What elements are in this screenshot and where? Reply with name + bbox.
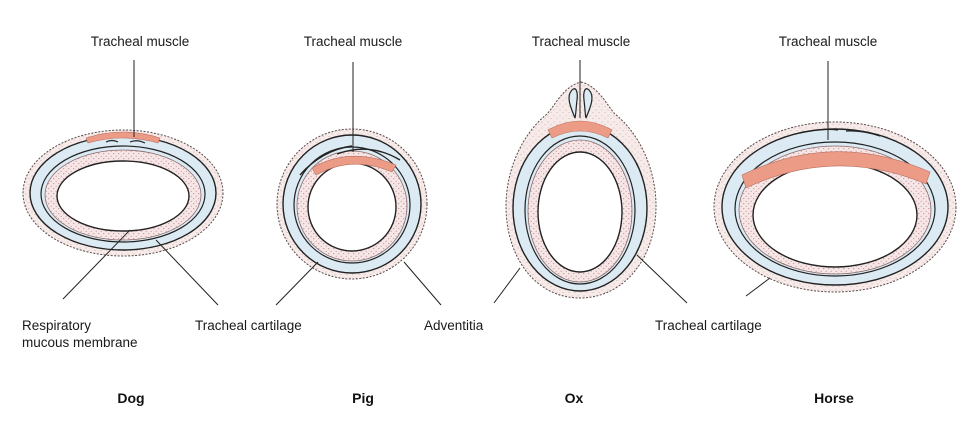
tracheal-cartilage-label-right: Tracheal cartilage: [655, 318, 762, 333]
leader-lines: [62, 60, 829, 306]
species-label-pig: Pig: [352, 390, 374, 406]
species-label-ox: Ox: [564, 390, 584, 406]
adventitia-label: Adventitia: [424, 318, 484, 333]
horse-tracheal-muscle-label: Tracheal muscle: [778, 34, 878, 49]
species-label-dog: Dog: [117, 390, 145, 406]
respiratory-mucous-membrane-label-line2: mucous membrane: [22, 335, 138, 350]
tracheal-cartilage-label-left: Tracheal cartilage: [195, 318, 302, 333]
respiratory-mucous-membrane-label-line1: Respiratory: [22, 318, 92, 333]
dog-tracheal-muscle-label: Tracheal muscle: [90, 34, 190, 49]
horse-trachea-section: [713, 121, 957, 293]
species-label-horse: Horse: [814, 390, 854, 406]
dog-trachea-section: [22, 129, 224, 257]
ox-trachea-section: [505, 81, 657, 299]
ox-tracheal-muscle-label: Tracheal muscle: [531, 34, 631, 49]
pig-trachea-section: [276, 128, 428, 280]
pig-tracheal-muscle-label: Tracheal muscle: [303, 34, 403, 49]
